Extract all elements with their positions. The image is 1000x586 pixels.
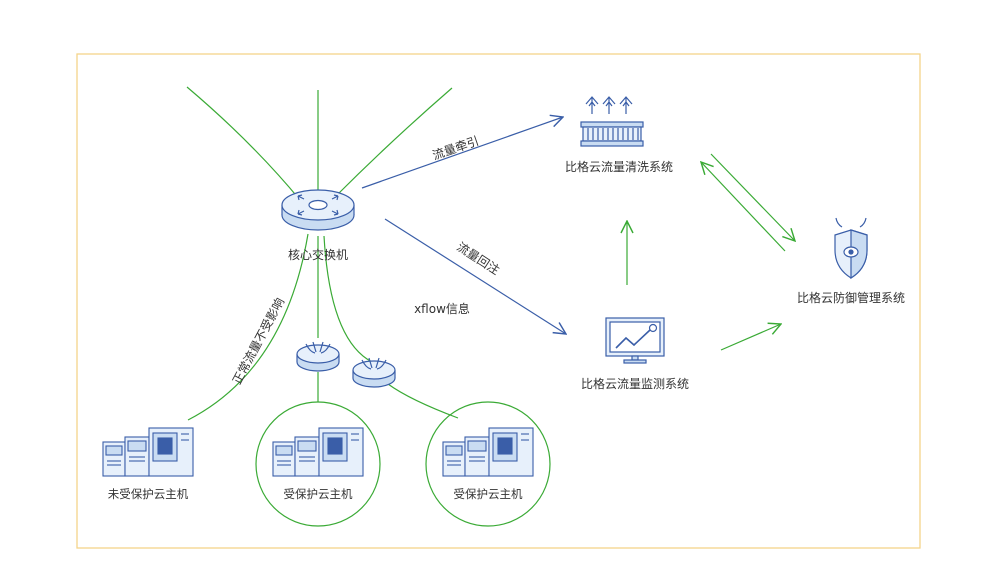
uplink-left [186,86,301,201]
protected-zone-1 [255,401,381,527]
link-router2-to-host2 [387,383,459,419]
xflow-info-label: xflow信息 [414,301,470,316]
scrubbing-system-icon [580,96,644,147]
link-to-router-2 [323,235,373,363]
traffic-diversion-arrow [361,117,563,189]
unprotected-servers-icon [102,427,194,477]
uplink-right [335,87,453,197]
green-links [186,86,795,421]
protected-zone-2 [425,401,551,527]
protected-host-label-1: 受保护云主机 [284,487,353,501]
traffic-reinjection-label: 流量回注 [454,239,502,278]
scrubbing-to-defense [710,153,795,241]
blue-links [361,117,566,334]
diagram-frame [76,53,921,549]
protected-host-label-2: 受保护云主机 [454,487,523,501]
core-switch-label: 核心交换机 [288,247,348,262]
defense-to-scrubbing [701,162,786,252]
monitoring-system-icon [605,317,665,364]
link-to-unprotected [187,233,309,421]
normal-traffic-label: 正常流量不受影响 [229,295,287,387]
traffic-diversion-label: 流量牵引 [431,134,481,163]
protected-servers-icon-2 [442,427,534,477]
traffic-reinjection-arrow [384,218,566,334]
protected-servers-icon-1 [272,427,364,477]
router-1-icon [296,341,340,372]
monitor-to-defense [720,324,781,351]
scrubbing-system-label: 比格云流量清洗系统 [565,159,673,174]
unprotected-host-label: 未受保护云主机 [108,487,189,501]
defense-management-icon [834,217,868,280]
core-switch-icon [281,189,355,231]
monitoring-system-label: 比格云流量监测系统 [581,376,689,391]
defense-management-label: 比格云防御管理系统 [797,290,905,305]
router-2-icon [352,357,396,388]
